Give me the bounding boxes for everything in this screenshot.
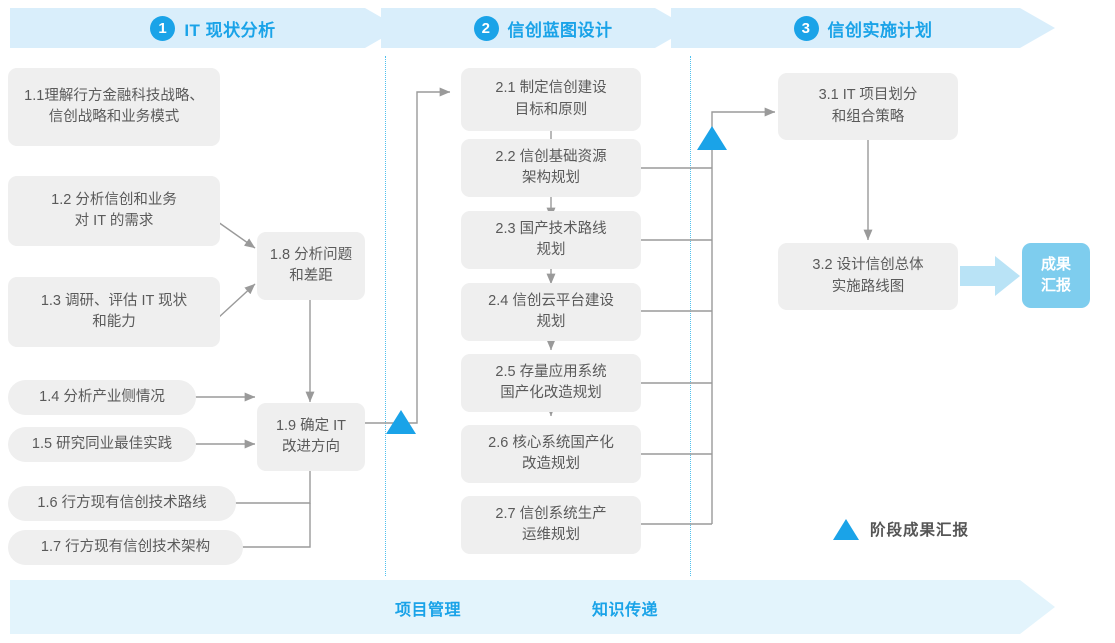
bottom-label-project-management[interactable]: 项目管理: [395, 602, 462, 619]
node-2-4[interactable]: 2.4 信创云平台建设 规划: [461, 283, 641, 341]
node-2-6[interactable]: 2.6 核心系统国产化 改造规划: [461, 425, 641, 483]
node-2-7[interactable]: 2.7 信创系统生产 运维规划: [461, 496, 641, 554]
bottom-band-shape: [10, 580, 1055, 634]
phase-header-band: 1 IT 现状分析 2 信创蓝图设计 3 信创实施计划: [0, 0, 1115, 56]
phase-2-number: 2: [473, 15, 499, 41]
phase-divider-1: [385, 56, 386, 576]
phase-3-title: 信创实施计划: [827, 20, 933, 40]
node-1-8[interactable]: 1.8 分析问题 和差距: [257, 232, 365, 300]
node-1-2[interactable]: 1.2 分析信创和业务 对 IT 的需求: [8, 176, 220, 246]
node-1-3[interactable]: 1.3 调研、评估 IT 现状 和能力: [8, 277, 220, 347]
triangle-up-icon: [833, 518, 859, 540]
milestone-triangle-phase2: [697, 126, 727, 150]
node-2-3[interactable]: 2.3 国产技术路线 规划: [461, 211, 641, 269]
milestone-triangle-phase1: [386, 410, 416, 434]
node-2-1[interactable]: 2.1 制定信创建设 目标和原则: [461, 68, 641, 131]
result-arrow-icon: [960, 256, 1020, 296]
bottom-label-knowledge-transfer[interactable]: 知识传递: [592, 602, 659, 619]
phase-divider-2: [690, 56, 691, 576]
node-1-6[interactable]: 1.6 行方现有信创技术路线: [8, 486, 236, 521]
node-1-9[interactable]: 1.9 确定 IT 改进方向: [257, 403, 365, 471]
phase-1-header[interactable]: 1 IT 现状分析: [118, 8, 308, 48]
phase-2-title: 信创蓝图设计: [507, 20, 613, 40]
node-1-5[interactable]: 1.5 研究同业最佳实践: [8, 427, 196, 462]
node-2-2[interactable]: 2.2 信创基础资源 架构规划: [461, 139, 641, 197]
legend-milestone: 阶段成果汇报: [833, 518, 969, 540]
phase-3-header[interactable]: 3 信创实施计划: [768, 8, 958, 48]
phase-3-number: 3: [793, 15, 819, 41]
result-report-box[interactable]: 成果 汇报: [1022, 243, 1090, 308]
node-2-5[interactable]: 2.5 存量应用系统 国产化改造规划: [461, 354, 641, 412]
node-1-1[interactable]: 1.1理解行方金融科技战略、 信创战略和业务模式: [8, 68, 220, 146]
phase-band-shapes: [10, 8, 1055, 48]
legend-milestone-label: 阶段成果汇报: [870, 522, 970, 539]
phase-2-header[interactable]: 2 信创蓝图设计: [448, 8, 638, 48]
phase-1-title: IT 现状分析: [184, 20, 276, 40]
node-3-1[interactable]: 3.1 IT 项目划分 和组合策略: [778, 73, 958, 140]
node-1-4[interactable]: 1.4 分析产业侧情况: [8, 380, 196, 415]
node-3-2[interactable]: 3.2 设计信创总体 实施路线图: [778, 243, 958, 310]
node-1-7[interactable]: 1.7 行方现有信创技术架构: [8, 530, 243, 565]
bottom-band: 项目管理 知识传递: [0, 576, 1115, 638]
phase-1-number: 1: [150, 15, 176, 41]
